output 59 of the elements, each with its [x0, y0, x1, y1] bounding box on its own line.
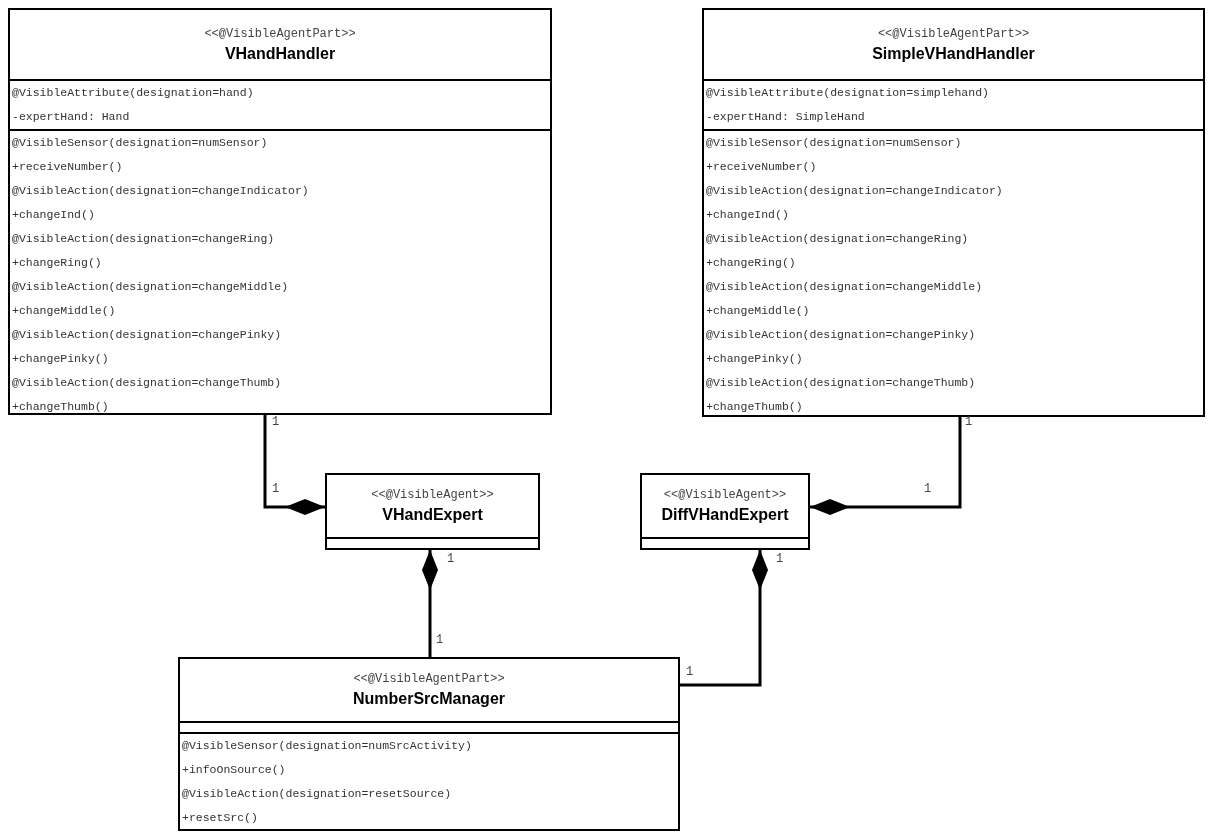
operation-text: @VisibleAction(designation=changePinky) — [11, 327, 283, 343]
composition-connector — [680, 550, 768, 687]
attribute-text: @VisibleAttribute(designation=simplehand) — [705, 85, 990, 101]
operation-text: +changeThumb() — [11, 399, 110, 415]
attribute-text: -expertHand: SimpleHand — [705, 109, 866, 125]
class-box — [702, 8, 1205, 417]
operation-text: +changePinky() — [705, 351, 804, 367]
operation-text: @VisibleAction(designation=changeMiddle) — [11, 279, 290, 295]
operation-text: +changeInd() — [11, 207, 96, 223]
class-name: VHandHandler — [224, 43, 336, 64]
class-name: NumberSrcManager — [352, 689, 505, 709]
multiplicity-label: 1 — [447, 552, 455, 566]
stereotype-label: <<@VisibleAgentPart>> — [204, 25, 356, 43]
multiplicity-label: 1 — [686, 665, 694, 679]
multiplicity-label: 1 — [272, 482, 280, 496]
operation-text: +changeMiddle() — [705, 303, 811, 319]
operation-text: @VisibleAction(designation=changeThumb) — [11, 375, 283, 391]
stereotype-label: <<@VisibleAgent>> — [663, 487, 787, 504]
multiplicity-label: 1 — [776, 552, 784, 566]
operation-text: +resetSrc() — [181, 810, 259, 826]
class-name: VHandExpert — [382, 505, 483, 525]
operation-text: @VisibleAction(designation=changePinky) — [705, 327, 977, 343]
operation-text: +receiveNumber() — [705, 159, 818, 175]
class-box — [8, 8, 552, 415]
class-name: DiffVHandExpert — [661, 505, 789, 525]
class-name: SimpleVHandHandler — [872, 43, 1035, 64]
operation-text: +changeMiddle() — [11, 303, 117, 319]
composition-connector — [422, 550, 438, 657]
multiplicity-label: 1 — [924, 482, 932, 496]
composition-connector — [263, 415, 325, 515]
operation-text: +receiveNumber() — [11, 159, 124, 175]
stereotype-label: <<@VisibleAgent>> — [371, 487, 494, 504]
operation-text: @VisibleAction(designation=changeIndicator) — [705, 183, 1004, 199]
operation-text: @VisibleAction(designation=changeMiddle) — [705, 279, 984, 295]
composition-connector — [810, 417, 962, 515]
operation-text: +changePinky() — [11, 351, 110, 367]
stereotype-label: <<@VisibleAgentPart>> — [877, 25, 1030, 43]
multiplicity-label: 1 — [272, 415, 280, 429]
multiplicity-label: 1 — [436, 633, 444, 647]
operation-text: @VisibleAction(designation=resetSource) — [181, 786, 453, 802]
operation-text: @VisibleAction(designation=changeRing) — [11, 231, 276, 247]
operation-text: @VisibleAction(designation=changeThumb) — [705, 375, 977, 391]
class-box — [640, 473, 810, 550]
operation-text: @VisibleSensor(designation=numSensor) — [11, 135, 269, 151]
operation-text: +changeThumb() — [705, 399, 804, 415]
operation-text: +changeRing() — [11, 255, 103, 271]
multiplicity-label: 1 — [965, 415, 973, 429]
operation-text: @VisibleSensor(designation=numSrcActivity) — [181, 738, 473, 754]
class-box — [325, 473, 540, 550]
operation-text: +changeRing() — [705, 255, 797, 271]
operation-text: @VisibleSensor(designation=numSensor) — [705, 135, 963, 151]
operation-text: @VisibleAction(designation=changeRing) — [705, 231, 970, 247]
class-box — [178, 657, 680, 831]
attribute-text: @VisibleAttribute(designation=hand) — [11, 85, 255, 101]
attribute-text: -expertHand: Hand — [11, 109, 131, 125]
operation-text: +infoOnSource() — [181, 762, 287, 778]
stereotype-label: <<@VisibleAgentPart>> — [353, 671, 505, 688]
operation-text: +changeInd() — [705, 207, 790, 223]
operation-text: @VisibleAction(designation=changeIndicator) — [11, 183, 310, 199]
